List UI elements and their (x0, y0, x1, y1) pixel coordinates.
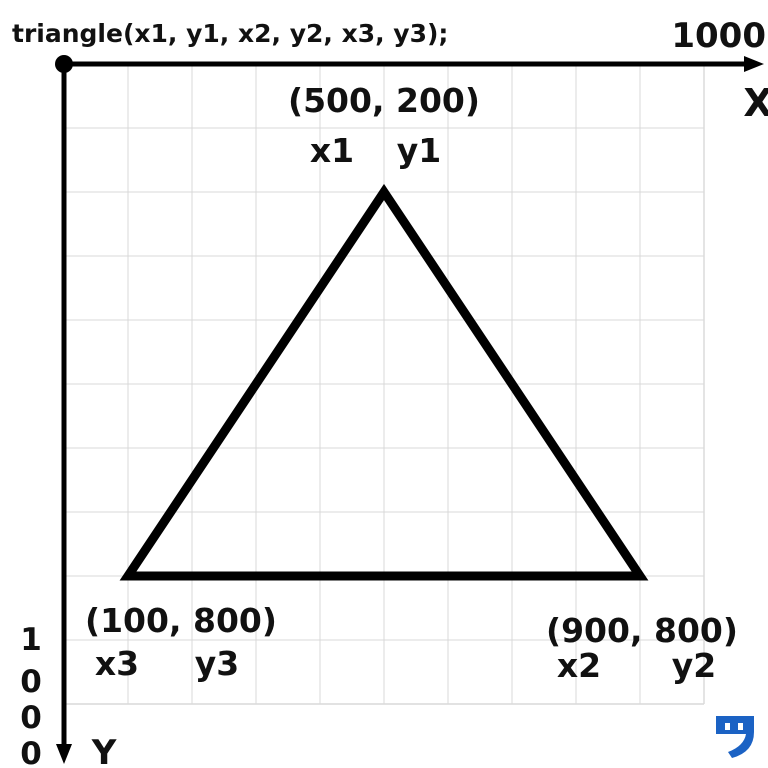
vertex1-x-name: x1 (310, 131, 354, 170)
vertex2-y-name: y2 (672, 646, 716, 685)
y-axis-max-digit: 1 (20, 622, 42, 658)
y-axis-max-digit: 0 (20, 736, 42, 768)
x-axis-arrowhead (744, 56, 764, 72)
vertex2-coords: (900, 800) (546, 611, 738, 650)
function-call-title: triangle(x1, y1, x2, y2, x3, y3); (12, 19, 448, 48)
y-axis-max-digit: 0 (20, 664, 42, 700)
vertex2-x-name: x2 (557, 646, 601, 685)
y-axis-max-digit: 0 (20, 700, 42, 736)
y-axis-label: Y (91, 733, 117, 768)
vertex3-coords: (100, 800) (85, 601, 277, 640)
vertex3-x-name: x3 (95, 644, 139, 683)
site-logo-icon (716, 716, 754, 758)
vertex1-y-name: y1 (397, 131, 441, 170)
y-axis-arrowhead (56, 744, 72, 764)
vertex1-coords: (500, 200) (288, 81, 480, 120)
x-axis-max-label: 1000 (671, 16, 766, 56)
origin-point (55, 55, 73, 73)
x-axis-label: X (743, 81, 768, 125)
triangle-shape (119, 183, 649, 581)
vertex3-y-name: y3 (195, 644, 239, 683)
